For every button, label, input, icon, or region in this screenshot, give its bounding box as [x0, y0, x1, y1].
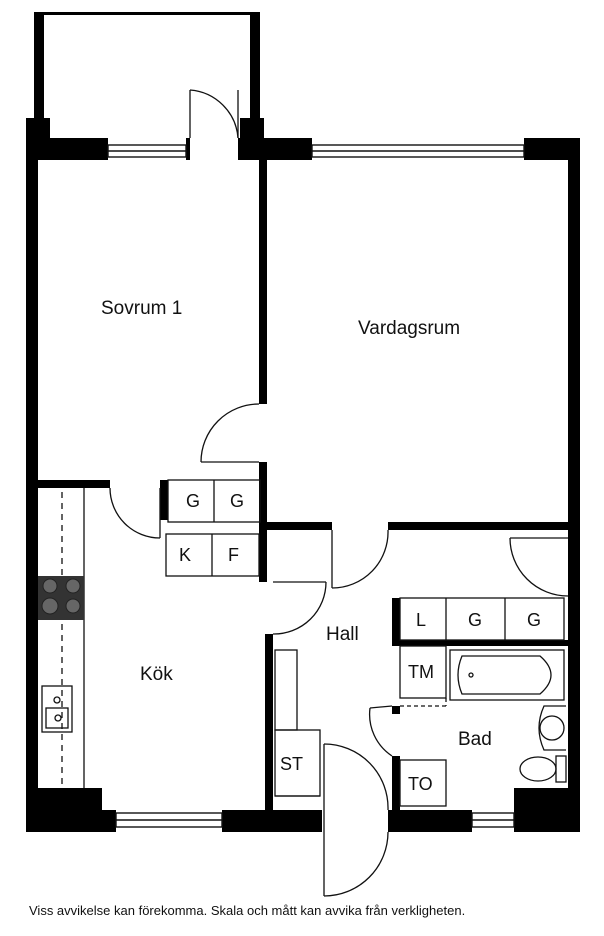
fixture-label-g3: G [468, 610, 483, 630]
fixture-label-st: ST [280, 754, 304, 774]
fixture-label-l: L [416, 610, 427, 630]
room-label-bad: Bad [458, 729, 492, 750]
fixture-label-to: TO [408, 774, 433, 794]
stove [38, 576, 84, 620]
room-label-kok: Kök [140, 664, 173, 685]
fixture-label-g4: G [527, 610, 542, 630]
room-label-vardagsrum: Vardagsrum [358, 318, 461, 339]
fixture-label-g1: G [186, 491, 201, 511]
fixture-label-f: F [228, 545, 239, 565]
doors [109, 89, 569, 897]
fixture-label-k: K [179, 545, 192, 565]
walls [26, 12, 580, 832]
fixture-label-g2: G [230, 491, 245, 511]
cabinets [41, 479, 567, 807]
room-label-sovrum: Sovrum 1 [101, 298, 183, 319]
windows [107, 144, 525, 828]
fixture-label-tm: TM [408, 662, 434, 682]
disclaimer-text: Viss avvikelse kan förekomma. Skala och … [29, 903, 466, 918]
room-label-hall: Hall [326, 624, 359, 645]
